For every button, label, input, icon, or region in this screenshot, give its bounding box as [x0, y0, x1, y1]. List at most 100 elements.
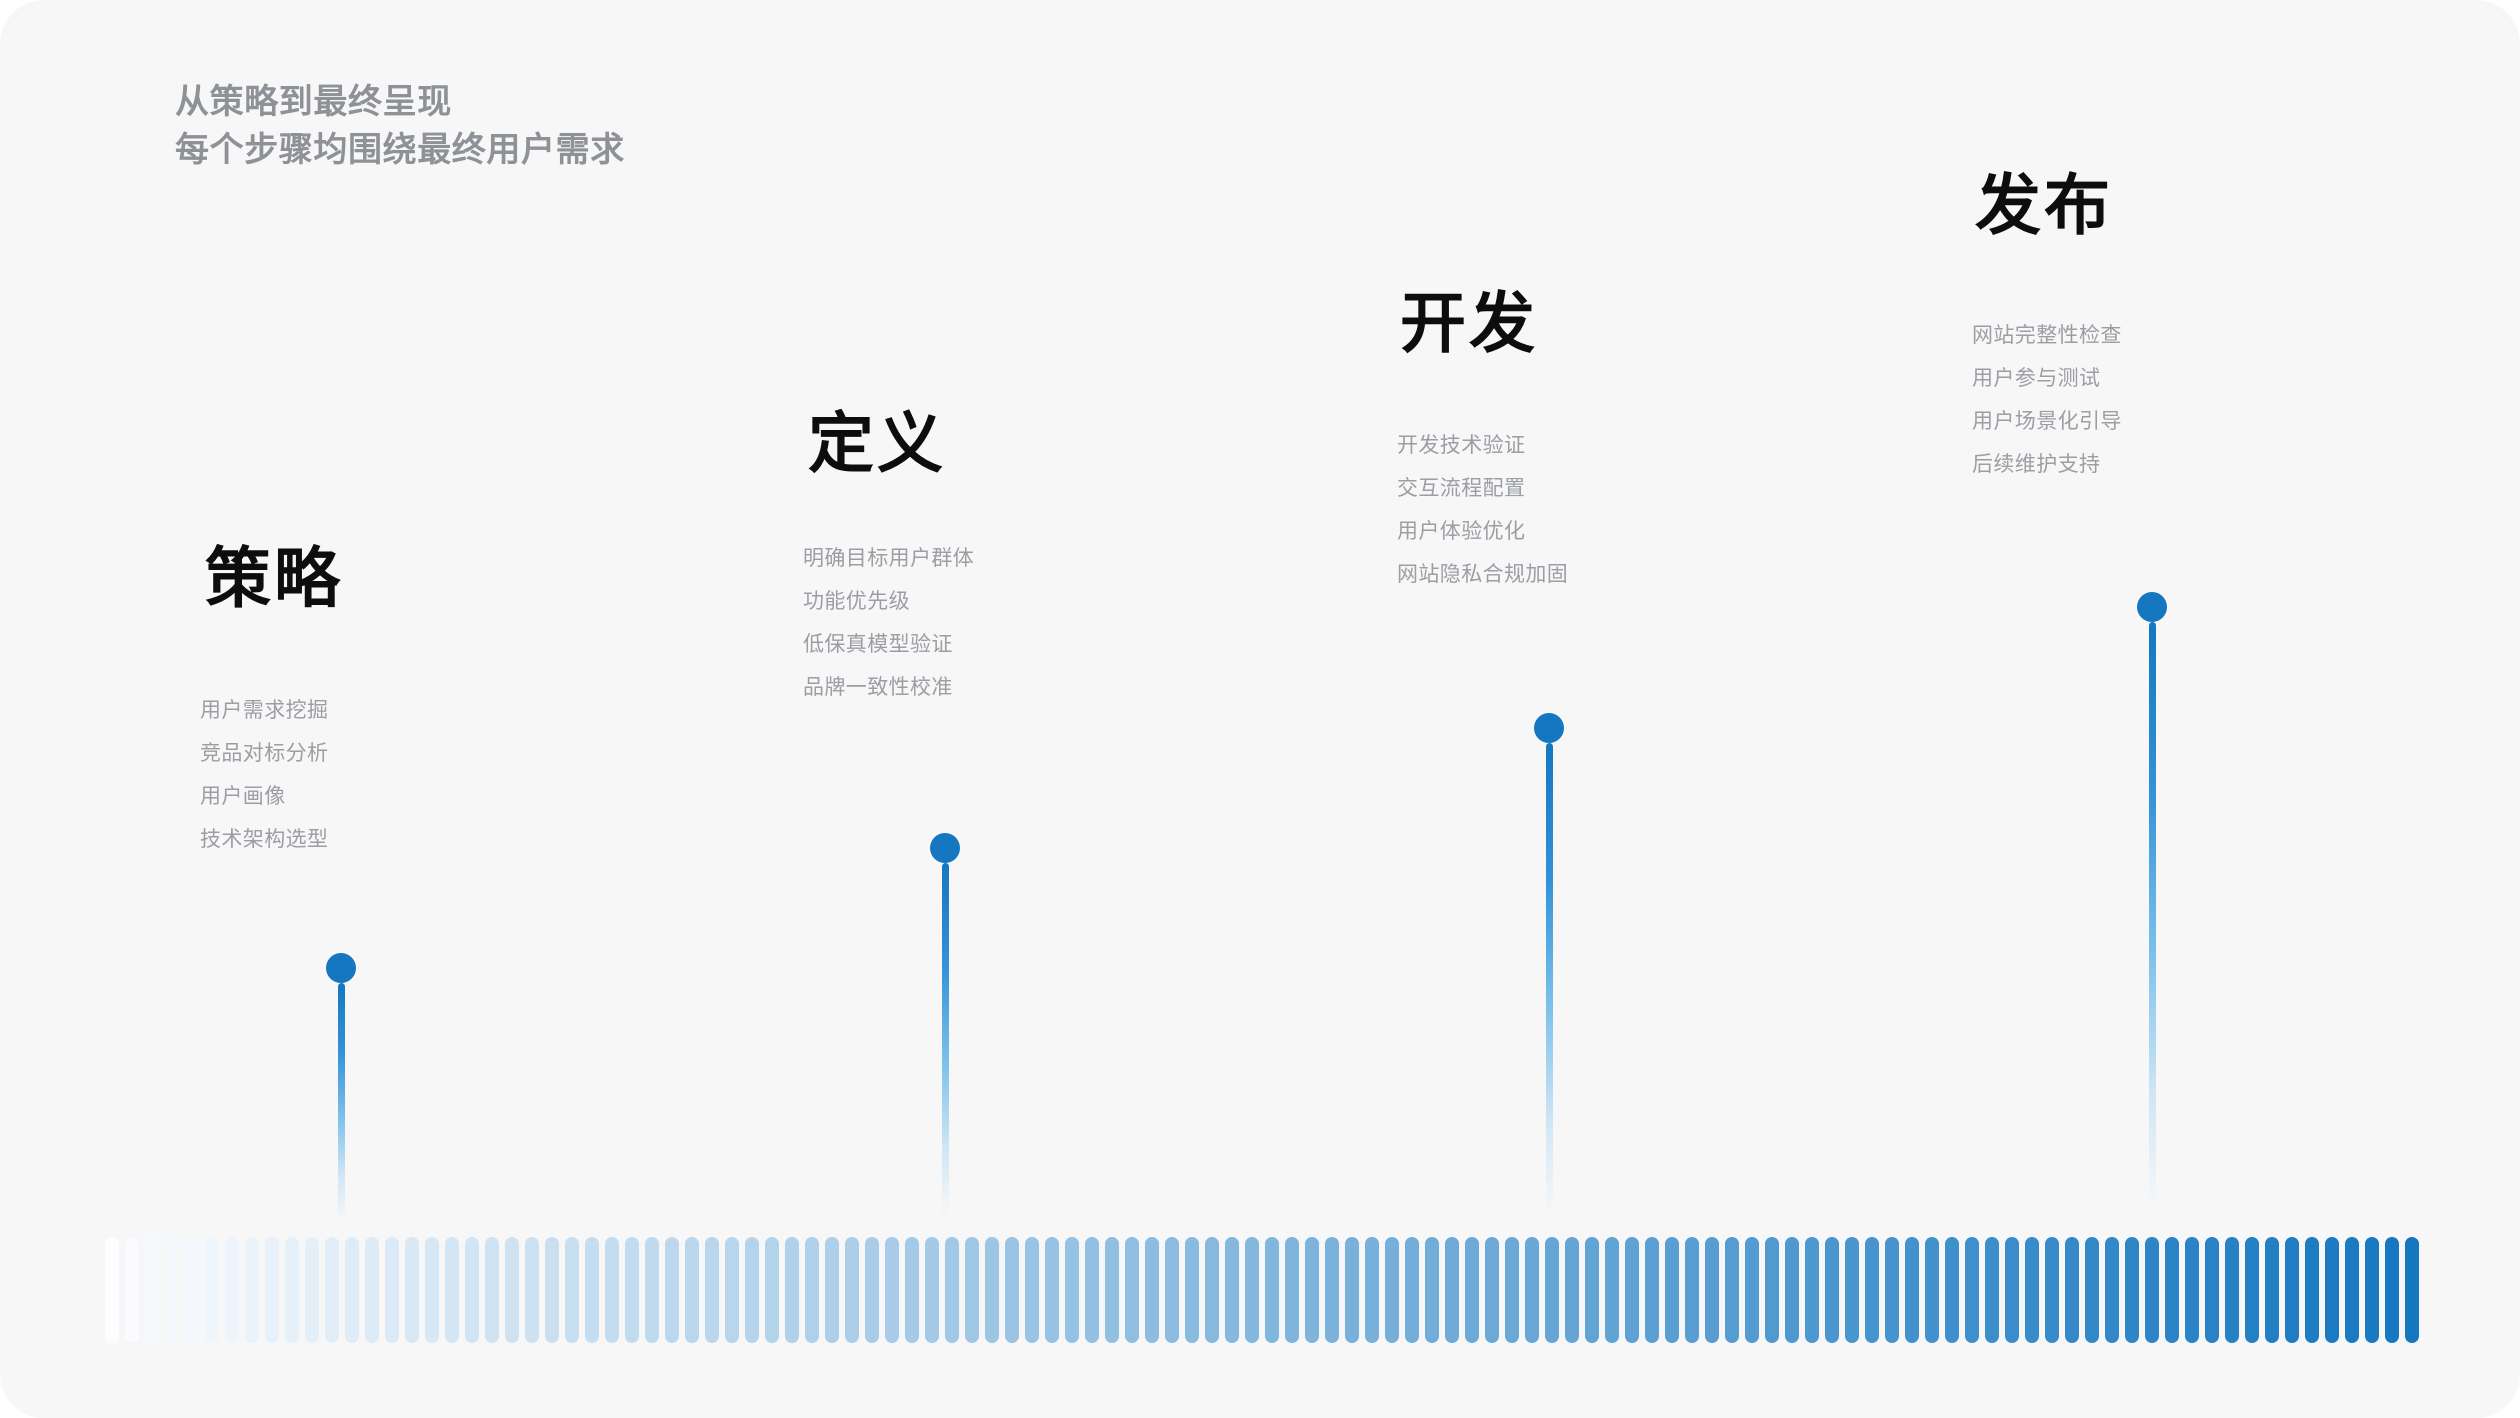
- milestone-dot-develop[interactable]: [1534, 713, 1564, 743]
- progress-bar-segment: [2025, 1237, 2039, 1343]
- stage-item-list-develop: 开发技术验证 交互流程配置 用户体验优化 网站隐私合规加固: [1397, 435, 1568, 607]
- progress-bar-segment: [1785, 1237, 1799, 1343]
- progress-bar-segment: [1565, 1237, 1579, 1343]
- progress-bar-segment: [1765, 1237, 1779, 1343]
- progress-bar-segment: [2005, 1237, 2019, 1343]
- stage-title-strategy: 策略: [205, 541, 343, 615]
- progress-bar-segment: [925, 1237, 939, 1343]
- progress-bar-segment: [1685, 1237, 1699, 1343]
- list-item: 后续维护支持: [1972, 453, 2101, 476]
- progress-bar-segment: [185, 1237, 199, 1343]
- progress-bar-segment: [1445, 1237, 1459, 1343]
- progress-bar-segment: [1245, 1237, 1259, 1343]
- progress-bar-segment: [1185, 1237, 1199, 1343]
- progress-bar-segment: [385, 1237, 399, 1343]
- list-item: 用户画像: [200, 785, 286, 808]
- progress-bar-segment: [1365, 1237, 1379, 1343]
- milestone-dot-release[interactable]: [2137, 592, 2167, 622]
- progress-bar-segment: [1425, 1237, 1439, 1343]
- progress-bar-segment: [625, 1237, 639, 1343]
- list-item: 交互流程配置: [1397, 477, 1526, 500]
- progress-bar-segment: [2345, 1237, 2359, 1343]
- progress-bar-segment: [1725, 1237, 1739, 1343]
- progress-bar-segment: [325, 1237, 339, 1343]
- list-item: 功能优先级: [803, 590, 910, 613]
- progress-bar-segment: [1805, 1237, 1819, 1343]
- progress-bar-segment: [1205, 1237, 1219, 1343]
- milestone-stem-strategy: [337, 983, 345, 1230]
- list-item: 用户需求挖掘: [200, 699, 329, 722]
- progress-bar-segment: [1525, 1237, 1539, 1343]
- progress-bar-segment: [1745, 1237, 1759, 1343]
- progress-bar-segment: [965, 1237, 979, 1343]
- progress-bar-segment: [1605, 1237, 1619, 1343]
- progress-bar-segment: [2305, 1237, 2319, 1343]
- progress-bar-segment: [1845, 1237, 1859, 1343]
- headline-line-1: 从策略到最终呈现: [175, 83, 452, 121]
- progress-bar-segment: [2125, 1237, 2139, 1343]
- list-item: 竞品对标分析: [200, 742, 329, 765]
- progress-bar-segment: [765, 1237, 779, 1343]
- progress-bar-segment: [805, 1237, 819, 1343]
- progress-bar-segment: [705, 1237, 719, 1343]
- progress-bar-segment: [1325, 1237, 1339, 1343]
- list-item: 品牌一致性校准: [803, 676, 953, 699]
- progress-bar-segment: [525, 1237, 539, 1343]
- progress-bar-segment: [1125, 1237, 1139, 1343]
- progress-bar-segment: [1405, 1237, 1419, 1343]
- progress-bar-segment: [1105, 1237, 1119, 1343]
- progress-bar-segment: [245, 1237, 259, 1343]
- progress-bar-segment: [265, 1237, 279, 1343]
- progress-bar-segment: [1265, 1237, 1279, 1343]
- progress-bar-segment: [2085, 1237, 2099, 1343]
- progress-bar-segment: [1965, 1237, 1979, 1343]
- progress-bar-segment: [2105, 1237, 2119, 1343]
- progress-bar-segment: [1285, 1237, 1299, 1343]
- progress-bar-segment: [405, 1237, 419, 1343]
- progress-bar-segment: [2165, 1237, 2179, 1343]
- list-item: 技术架构选型: [200, 828, 329, 851]
- stage-item-list-release: 网站完整性检查 用户参与测试 用户场景化引导 后续维护支持: [1972, 325, 2122, 497]
- progress-bar-segment: [205, 1237, 219, 1343]
- headline-line-2: 每个步骤均围绕最终用户需求: [175, 131, 625, 170]
- progress-bar-segment: [425, 1237, 439, 1343]
- progress-bar-segment: [1945, 1237, 1959, 1343]
- progress-bar-segment: [1305, 1237, 1319, 1343]
- progress-bar-segment: [1065, 1237, 1079, 1343]
- progress-bar-segment: [445, 1237, 459, 1343]
- milestone-stem-define: [941, 863, 949, 1230]
- progress-bar-segment: [2045, 1237, 2059, 1343]
- progress-bar-segment: [145, 1237, 159, 1343]
- progress-bar-segment: [1865, 1237, 1879, 1343]
- progress-bar-segment: [1585, 1237, 1599, 1343]
- progress-bar-segment: [1925, 1237, 1939, 1343]
- progress-bar-segment: [2145, 1237, 2159, 1343]
- progress-bar-segment: [2325, 1237, 2339, 1343]
- progress-bar-segment: [885, 1237, 899, 1343]
- progress-bar-segment: [225, 1237, 239, 1343]
- progress-bar-segment: [1005, 1237, 1019, 1343]
- progress-bar-segment: [105, 1237, 119, 1343]
- progress-bar-segment: [685, 1237, 699, 1343]
- progress-bar-segment: [1665, 1237, 1679, 1343]
- progress-bar-segment: [1385, 1237, 1399, 1343]
- list-item: 网站完整性检查: [1972, 324, 2122, 347]
- milestone-stem-release: [2148, 622, 2156, 1230]
- progress-bar-segment: [465, 1237, 479, 1343]
- progress-bar-segment: [605, 1237, 619, 1343]
- progress-bar-segment: [2065, 1237, 2079, 1343]
- milestone-dot-strategy[interactable]: [326, 953, 356, 983]
- milestone-dot-define[interactable]: [930, 833, 960, 863]
- stage-title-develop: 开发: [1400, 286, 1538, 360]
- progress-bar-segment: [345, 1237, 359, 1343]
- progress-bar-segment: [2245, 1237, 2259, 1343]
- progress-bar-segment: [1905, 1237, 1919, 1343]
- progress-bar-segment: [1625, 1237, 1639, 1343]
- progress-bar-segment: [1165, 1237, 1179, 1343]
- progress-bar-segment: [305, 1237, 319, 1343]
- progress-bar-segment: [745, 1237, 759, 1343]
- progress-bar-segment: [585, 1237, 599, 1343]
- progress-bar-segment: [1225, 1237, 1239, 1343]
